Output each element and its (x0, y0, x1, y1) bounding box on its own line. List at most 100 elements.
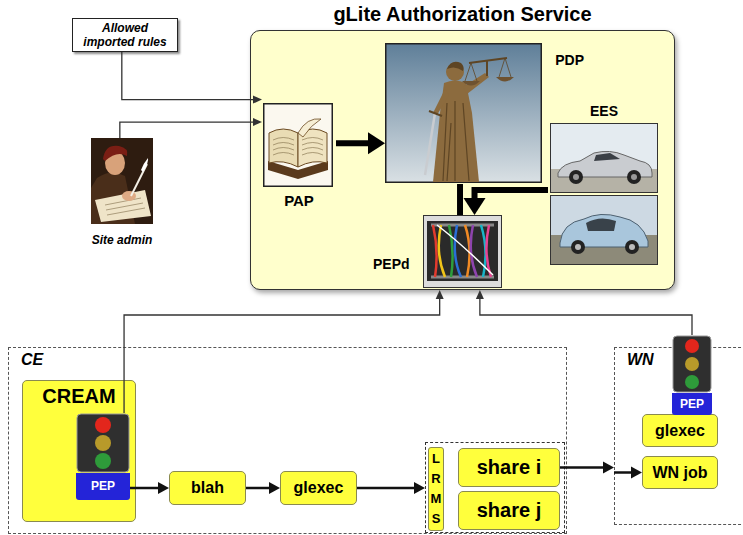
connector-arrow (464, 190, 548, 215)
book-page (269, 129, 298, 167)
portrait-hand (122, 191, 136, 201)
light-housing (77, 414, 129, 472)
component-label: PEPd (373, 256, 410, 272)
connector-line (614, 471, 633, 474)
arrow-head (476, 290, 484, 299)
connector-arrow (357, 482, 425, 494)
arrow-head (158, 482, 169, 494)
patch-panel-picture (423, 215, 502, 288)
connector-arrow (460, 184, 461, 215)
process-box: glexec (642, 414, 718, 447)
box-label: share i (477, 456, 541, 479)
panel-body (427, 221, 498, 281)
ce-region: CE CREAM PEP blah glexec LRMS share i share j (8, 347, 567, 534)
pap-component: PAP (262, 95, 336, 210)
arrow-head (253, 118, 262, 126)
light-housing (673, 336, 711, 392)
green-lamp (685, 375, 699, 389)
car-hub (575, 244, 581, 250)
component-label: PDP (555, 52, 584, 68)
connector-arrow (124, 290, 444, 413)
cable (437, 225, 493, 275)
portrait-cap (103, 146, 127, 161)
car-hub (631, 174, 637, 180)
cable (455, 225, 461, 277)
share-box: share i (458, 448, 560, 487)
connector-line (120, 122, 255, 138)
process-box: blah (169, 471, 246, 505)
service-panel: gLite Authorization Service PAP PDP (250, 30, 675, 290)
scales-pan (462, 81, 480, 86)
cable (471, 225, 477, 277)
traffic-light-symbol (672, 335, 712, 393)
portrait-feather (141, 158, 148, 172)
cable (481, 225, 486, 277)
connector-line (357, 487, 416, 490)
amber-lamp (95, 435, 111, 451)
share-box: share j (458, 491, 560, 530)
portrait-ground (91, 138, 153, 224)
statue-arm (433, 89, 449, 115)
car-wheel (625, 240, 639, 254)
wn-region: WN PEPglexecWN job (614, 347, 743, 525)
arrow-head (603, 462, 614, 474)
region-label: CE (21, 351, 43, 369)
arrow-head (269, 482, 280, 494)
car-pictures (550, 123, 658, 265)
amber-lamp (685, 357, 699, 371)
connector-arrow (336, 132, 385, 154)
statue-sword (425, 113, 435, 175)
car-wheel (569, 170, 583, 184)
cable (449, 225, 453, 277)
car-hub (629, 244, 635, 250)
book-turning-page (298, 119, 321, 137)
ees-component: EES (548, 103, 660, 267)
connector-line (475, 190, 548, 201)
photo-frame (551, 196, 658, 265)
portrait-writing (105, 198, 145, 215)
connector-line (124, 297, 440, 413)
connector-arrow (560, 462, 614, 474)
connector-line (336, 140, 371, 146)
region-label: WN (627, 351, 654, 369)
arrow-head (414, 482, 425, 494)
arrow-head (436, 290, 444, 299)
red-lamp (95, 417, 111, 433)
policy-book-picture (263, 103, 333, 187)
cream-box: CREAM PEP (22, 380, 136, 522)
arrow-head (631, 467, 642, 479)
car-wheel (627, 170, 641, 184)
connector-arrow (614, 467, 642, 479)
connector-arrow (122, 52, 262, 104)
car-window (594, 153, 620, 161)
connector-arrow (246, 482, 280, 494)
component-label: Site admin (92, 233, 153, 247)
sword-hilt (429, 111, 442, 116)
box-label: WN job (652, 464, 707, 482)
lrms-label: LRMS (428, 447, 444, 531)
pep-component: PEP (672, 335, 712, 415)
picture-frame (424, 216, 502, 288)
component-label: EES (590, 103, 618, 119)
picture-frame (264, 104, 333, 187)
connector-arrow (120, 118, 262, 138)
cable (433, 225, 437, 277)
lrms-region: LRMS share i share j (425, 442, 565, 533)
connector-arrow (476, 290, 692, 335)
statue-folds (443, 101, 469, 181)
traffic-light-symbol (76, 413, 130, 473)
book-lines (273, 138, 323, 156)
site-admin-portrait (91, 138, 153, 224)
component-label: PAP (284, 192, 314, 209)
statue-robe (433, 81, 479, 183)
pep-label: PEP (76, 473, 130, 500)
connector-arrow (130, 482, 169, 494)
box-label: share j (477, 499, 541, 522)
cable (439, 225, 445, 277)
site-admin-figure: Site admin (86, 138, 158, 248)
arrow-head (253, 96, 262, 104)
process-box: glexec (280, 471, 357, 505)
note-text: Allowed imported rules (79, 21, 171, 49)
connector-line (246, 487, 271, 490)
